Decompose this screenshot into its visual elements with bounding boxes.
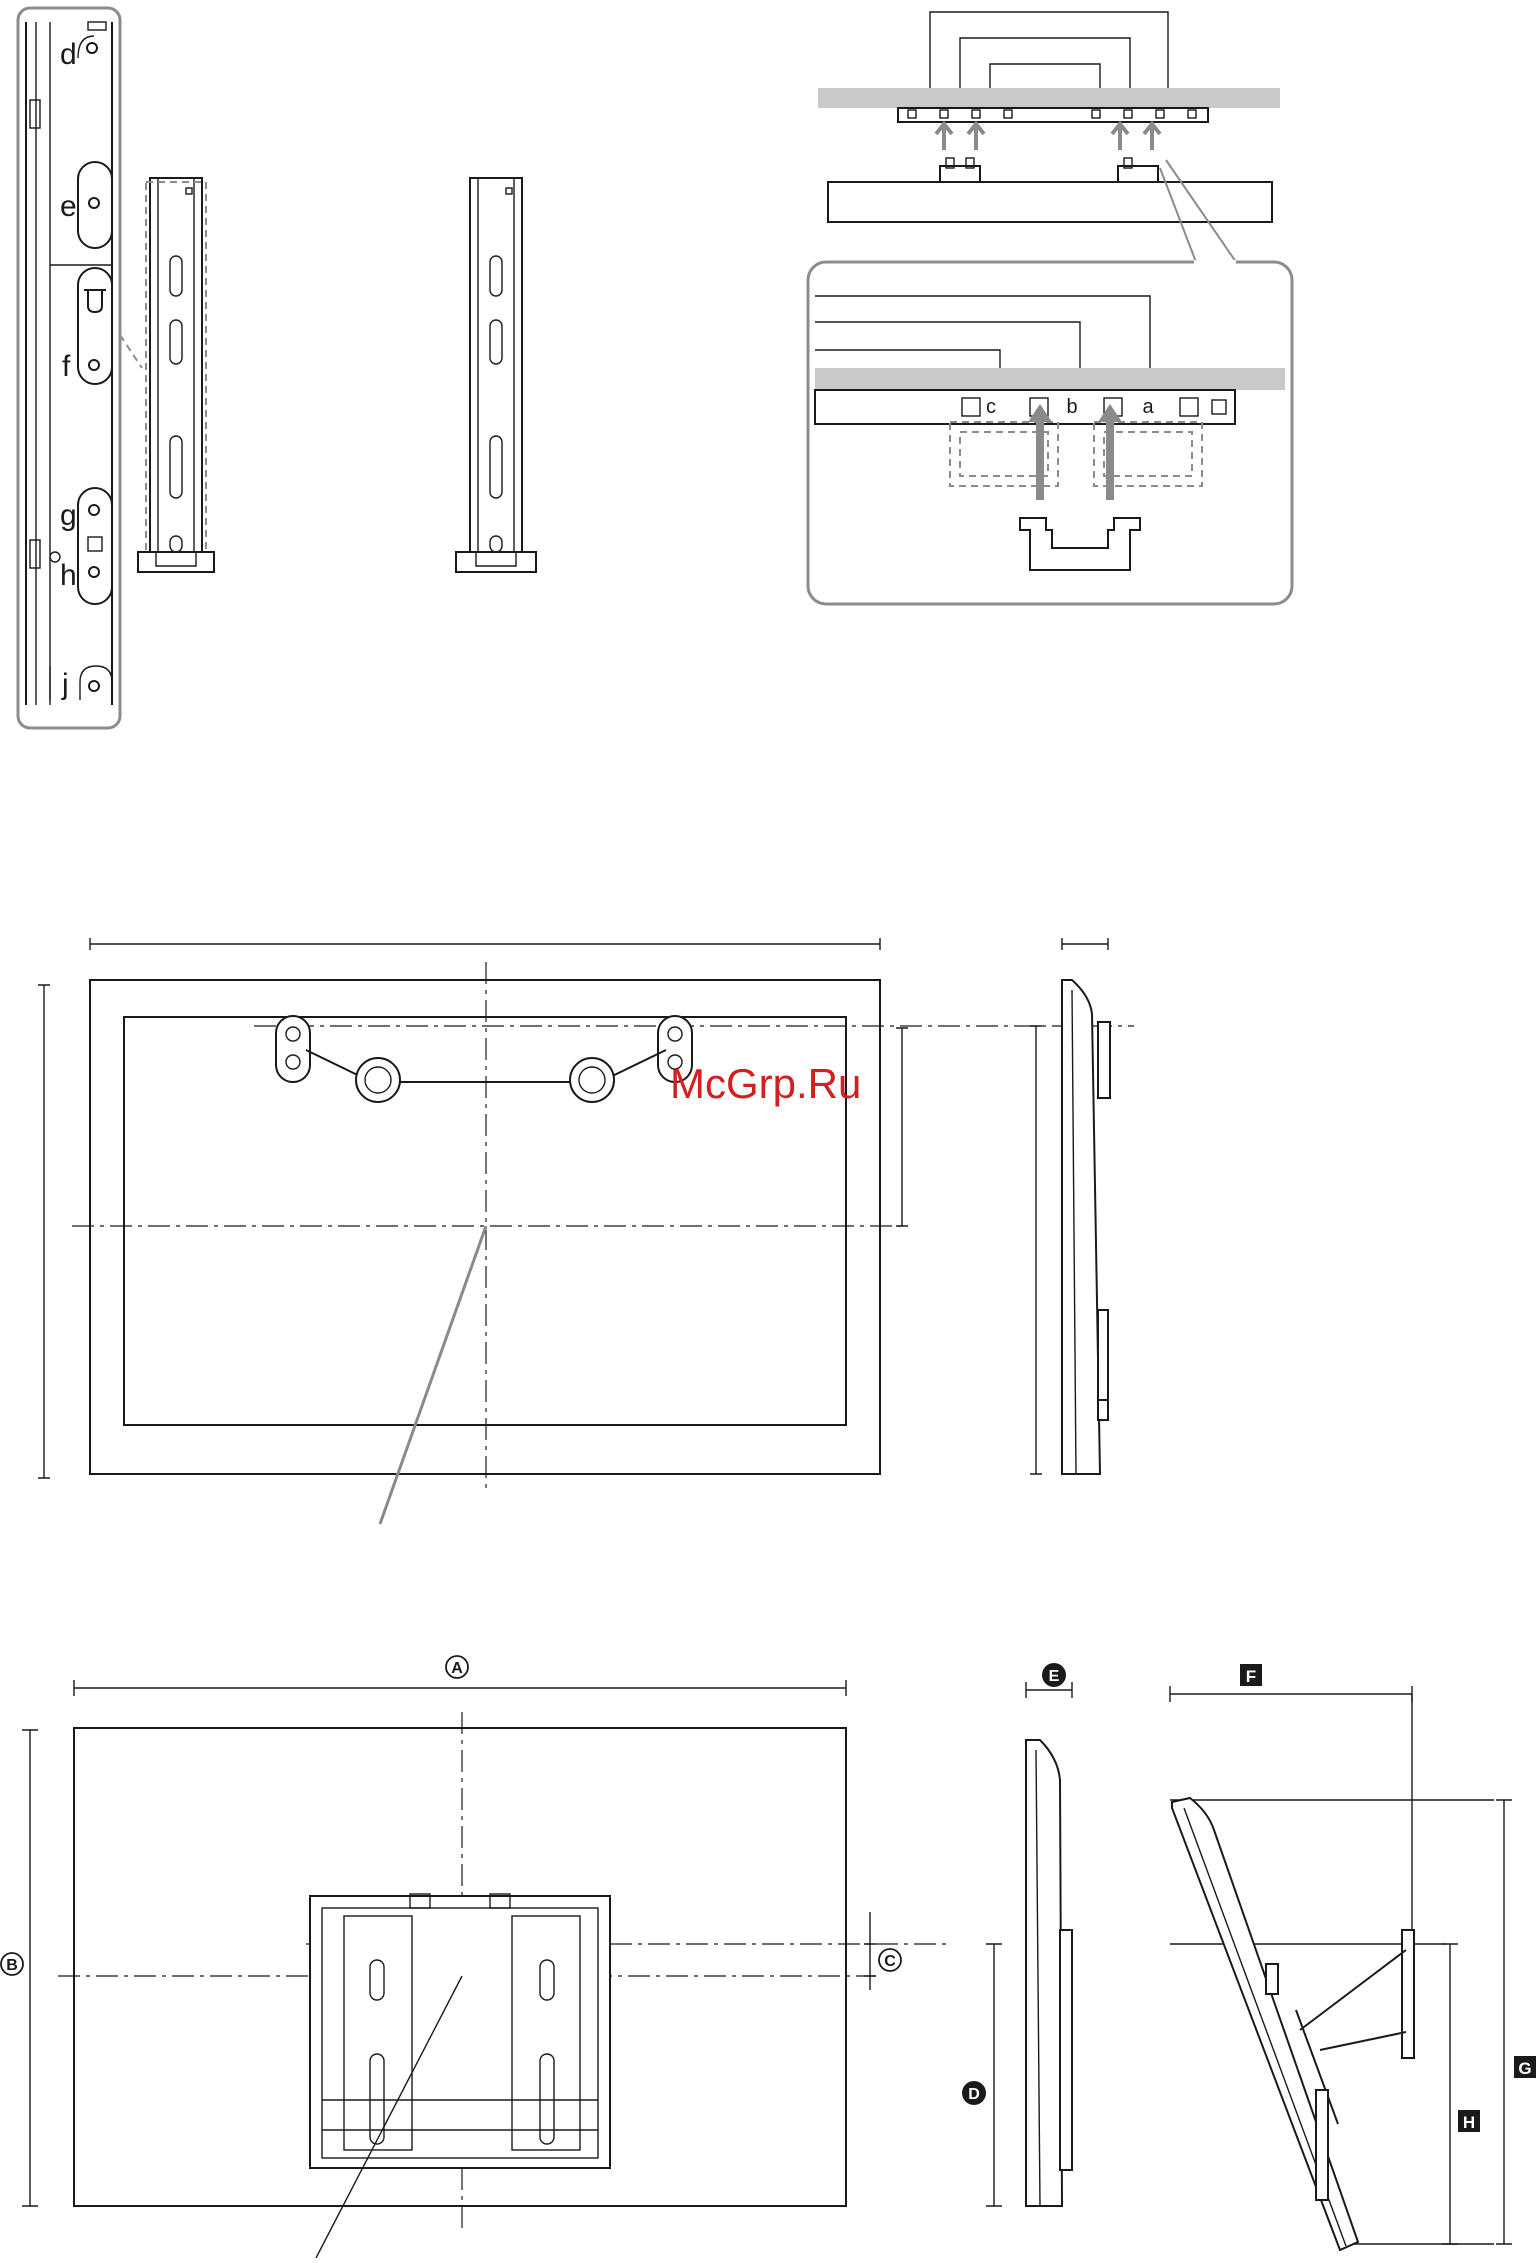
display-tilt-view (1170, 1686, 1512, 2250)
slot-label-a: a (1142, 396, 1154, 418)
label-j: j (61, 668, 69, 701)
magnified-slot-view (808, 262, 1292, 604)
dim-label-c: C (879, 1949, 901, 1971)
dim-label-e-text: E (1049, 1668, 1060, 1685)
dim-label-g-text: G (1518, 2059, 1531, 2078)
dim-label-g: G (1514, 2056, 1536, 2078)
label-d: d (60, 38, 77, 71)
display-front-dimension-view (22, 1680, 950, 2258)
label-e: e (60, 190, 77, 223)
dim-label-d: D (962, 2081, 986, 2105)
label-h: h (60, 559, 77, 592)
dim-label-a-text: A (451, 1660, 463, 1677)
top-mount-view (818, 12, 1280, 262)
dim-label-h-text: H (1463, 2113, 1475, 2132)
display-side-view-middle (1030, 938, 1110, 1474)
dim-label-b: B (1, 1953, 23, 1975)
wall-bracket-right (456, 178, 536, 572)
dim-label-d-text: D (968, 2086, 980, 2103)
dim-label-a: A (446, 1656, 468, 1678)
wall-bracket-left (138, 178, 214, 572)
display-side-dimension-view (986, 1682, 1072, 2206)
dim-label-c-text: C (884, 1953, 896, 1970)
slot-label-c: c (986, 396, 996, 418)
display-rear-view (38, 938, 1134, 1524)
dim-label-e: E (1042, 1663, 1066, 1687)
dim-label-f-text: F (1246, 1667, 1256, 1686)
label-g: g (60, 499, 77, 532)
watermark: McGrp.Ru (670, 1060, 861, 1107)
dim-label-b-text: B (6, 1957, 18, 1974)
detail-leader (120, 335, 142, 368)
dim-label-f: F (1240, 1664, 1262, 1686)
dim-label-h: H (1458, 2110, 1480, 2132)
label-f: f (62, 350, 71, 383)
slot-label-b: b (1066, 396, 1077, 418)
